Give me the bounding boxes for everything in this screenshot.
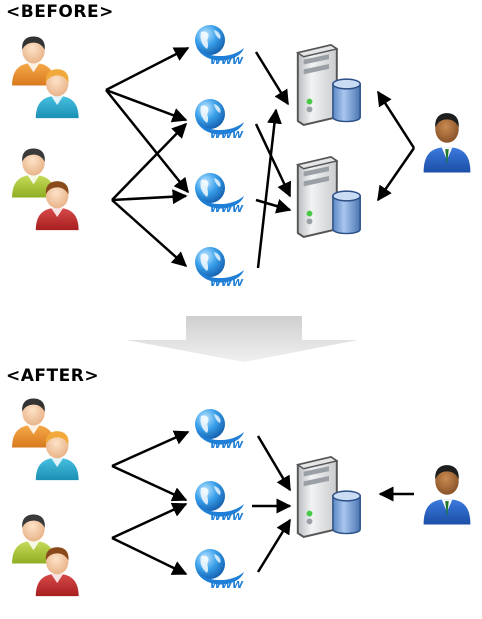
administrator-icon: [423, 465, 471, 525]
after-connection-arrows: [111, 430, 414, 576]
www-globe-icon: WWW: [195, 409, 244, 451]
svg-text:WWW: WWW: [210, 440, 244, 451]
svg-text:WWW: WWW: [210, 130, 244, 141]
after-section-label: <AFTER>: [6, 366, 100, 386]
www-globe-icon: WWW: [195, 549, 244, 591]
user-group-icon: [12, 398, 79, 480]
before-section-label: <BEFORE>: [6, 2, 114, 22]
svg-text:WWW: WWW: [210, 278, 244, 289]
svg-text:WWW: WWW: [210, 580, 244, 591]
user-group-icon: [12, 148, 79, 230]
server-database-icon: [296, 156, 362, 238]
down-arrow-icon: [126, 316, 358, 362]
before-connection-arrows: [105, 46, 416, 269]
server-database-icon: [296, 456, 362, 538]
svg-text:WWW: WWW: [210, 204, 244, 215]
www-globe-icon: WWW: [195, 247, 244, 289]
administrator-icon: [423, 113, 471, 173]
svg-text:WWW: WWW: [210, 56, 244, 67]
svg-text:WWW: WWW: [210, 512, 244, 523]
user-group-icon: [12, 514, 79, 596]
www-globe-icon: WWW: [195, 25, 244, 67]
user-group-icon: [12, 36, 79, 118]
www-globe-icon: WWW: [195, 173, 244, 215]
server-database-icon: [296, 44, 362, 126]
www-globe-icon: WWW: [195, 99, 244, 141]
www-globe-icon: WWW: [195, 481, 244, 523]
